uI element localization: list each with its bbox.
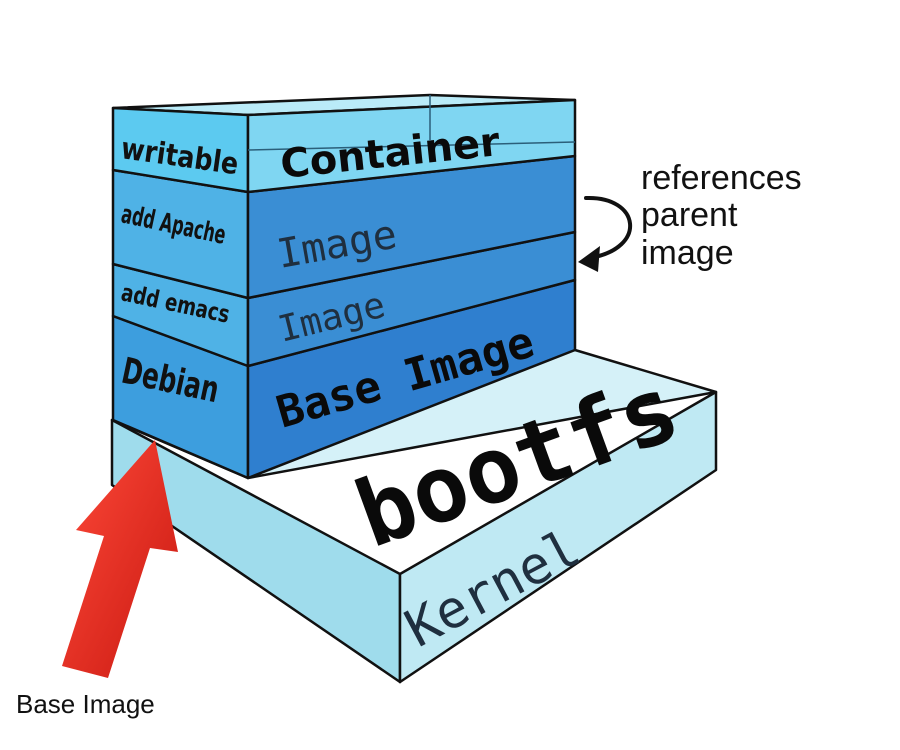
container-inner-edge [247, 141, 576, 151]
layer-apache: add Apache Image [111, 154, 577, 300]
references-line-1: references [641, 159, 802, 197]
base-image-pointer: Base Image [16, 440, 178, 719]
kernel-front-face [398, 390, 718, 684]
references-text: references parent image [641, 159, 811, 272]
curved-arrow-icon [584, 195, 633, 260]
curved-arrow-head-icon [578, 246, 600, 272]
red-arrow-icon [62, 440, 178, 678]
base-image-caption: Base Image [16, 689, 155, 719]
references-annotation: references parent image [578, 159, 811, 272]
layer-debian: Debian Base Image [111, 278, 577, 480]
layer-writable-container: writable Container [111, 93, 577, 194]
references-line-3: image [641, 234, 734, 272]
references-line-2: parent [641, 196, 738, 234]
